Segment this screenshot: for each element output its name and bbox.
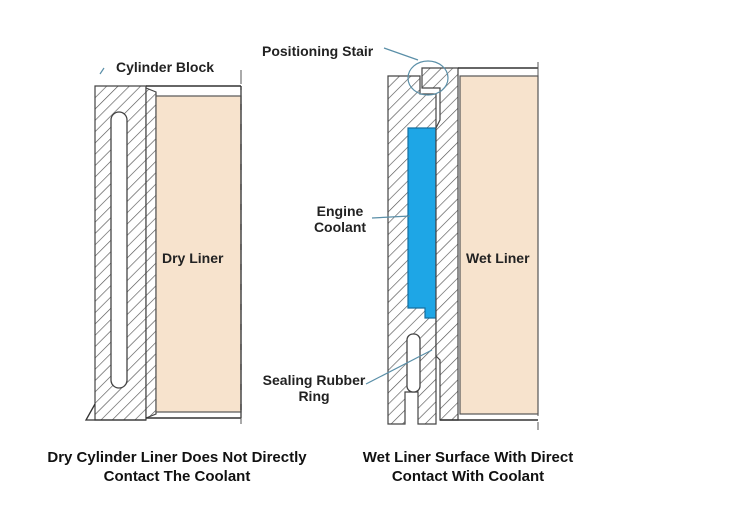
positioning-stair-leader xyxy=(383,47,419,61)
label-engine-coolant-2: Coolant xyxy=(314,219,366,235)
positioning-stair-marker xyxy=(407,60,449,96)
sealing-ring-groove xyxy=(406,333,421,393)
label-wet-liner: Wet Liner xyxy=(466,250,530,266)
component-labels: Cylinder Block Dry Liner Positioning Sta… xyxy=(116,43,530,404)
label-cylinder-block: Cylinder Block xyxy=(116,59,214,75)
label-dry-liner: Dry Liner xyxy=(162,250,224,266)
label-positioning-stair: Positioning Stair xyxy=(262,43,374,59)
label-engine-coolant-1: Engine xyxy=(317,203,364,219)
cylinder-block-leader xyxy=(99,67,105,75)
engine-coolant-leader xyxy=(371,215,411,219)
dry-liner-wall xyxy=(145,87,157,419)
dry-block-coolant-passage xyxy=(110,111,128,389)
caption-dry-line1: Dry Cylinder Liner Does Not Directly xyxy=(47,449,307,466)
wet-liner-assembly xyxy=(387,60,539,430)
wet-liner-wall xyxy=(421,67,459,421)
dry-block-lower-step xyxy=(84,403,146,421)
caption-dry-line2: Contact The Coolant xyxy=(104,468,251,485)
wet-liner-bore xyxy=(459,75,539,415)
label-sealing-ring-2: Ring xyxy=(298,388,329,404)
dry-liner-assembly xyxy=(84,70,242,430)
leader-lines xyxy=(99,47,433,385)
caption-wet-line1: Wet Liner Surface With Direct xyxy=(363,449,573,466)
captions: Dry Cylinder Liner Does Not Directly Con… xyxy=(47,449,573,485)
sealing-ring-leader xyxy=(365,349,433,385)
label-sealing-ring-1: Sealing Rubber xyxy=(263,372,366,388)
caption-wet-line2: Contact With Coolant xyxy=(392,468,544,485)
engine-coolant-jacket xyxy=(407,127,437,319)
dry-liner-bore xyxy=(155,95,242,413)
